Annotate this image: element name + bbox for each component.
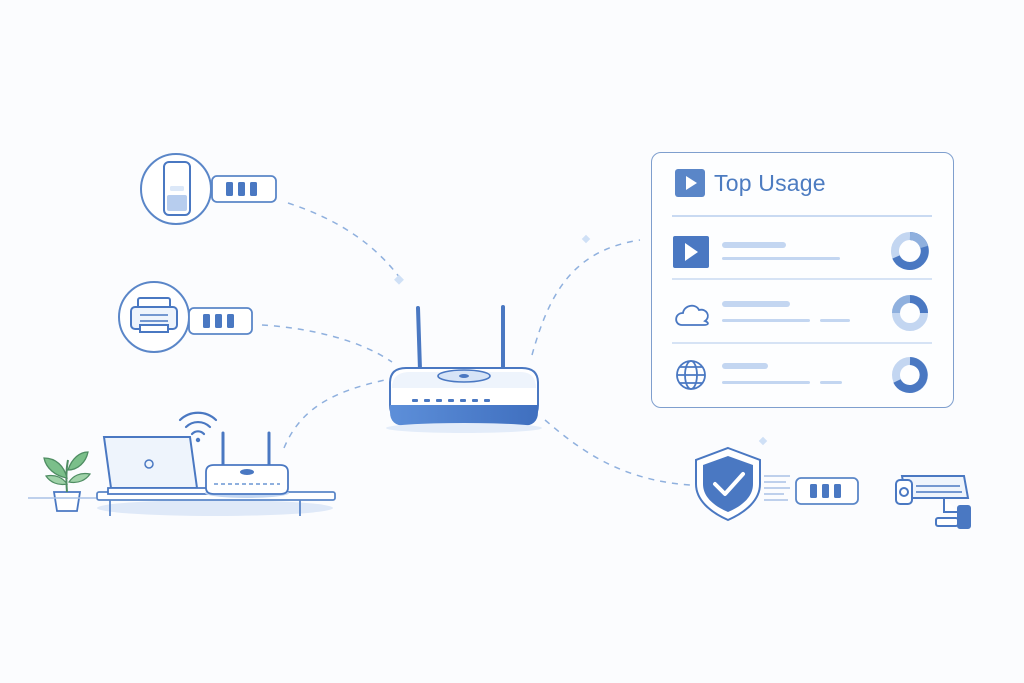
usage-row-web[interactable] [676,357,928,393]
device-shield[interactable] [695,446,859,522]
connection-line-laptop [283,379,386,449]
usage-row-video[interactable] [672,232,932,280]
donut-chart-icon [892,357,928,393]
signal-bars-icon [211,175,277,203]
connection-line-phone [287,202,401,279]
device-printer[interactable] [118,281,253,353]
usage-row-cloud[interactable] [672,295,932,344]
small-router-icon [205,431,289,498]
data-stream-lines [764,475,790,501]
donut-chart-icon [892,295,928,331]
top-usage-panel: Top Usage [651,152,954,408]
signal-bars-icon [795,477,859,505]
desk-scene [28,411,336,516]
panel-divider [672,215,932,217]
panel-title: Top Usage [714,170,826,196]
usage-rows [672,232,932,393]
device-smartphone[interactable] [140,153,277,225]
router-leds [412,399,490,402]
plant-icon [43,451,91,512]
main-router[interactable] [386,305,542,433]
smartphone-icon [163,161,191,216]
play-icon [675,169,705,197]
connection-lines [261,202,691,486]
globe-icon [676,360,706,390]
signal-bars-icon [188,307,253,335]
donut-chart-icon [891,232,929,270]
connection-line-shield [544,419,691,486]
connection-line-printer [261,324,393,363]
security-shield-icon [695,446,761,522]
laptop-icon[interactable] [102,436,216,495]
wifi-icon [178,411,218,443]
printer-icon [130,297,178,333]
connection-line-panel [531,239,641,356]
security-camera-icon[interactable] [895,475,971,529]
